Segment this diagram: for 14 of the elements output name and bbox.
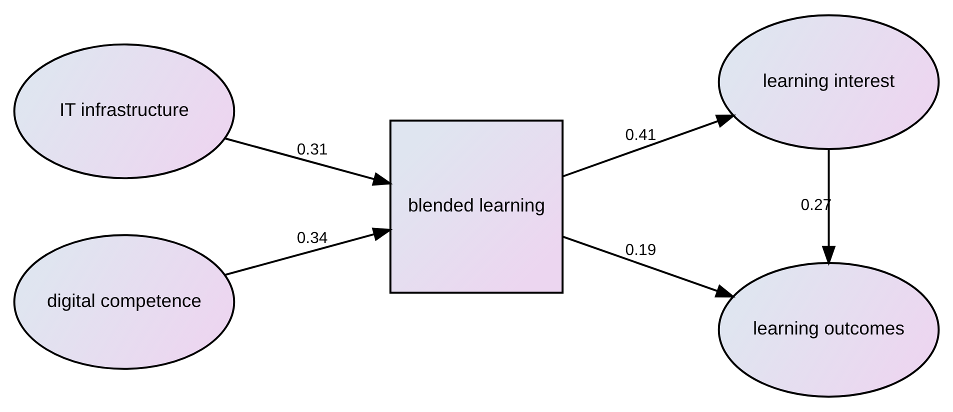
edge-label: 0.41 [625,126,656,144]
node-ellipse: learning outcomes [718,262,940,398]
arrow [562,114,736,178]
node-ellipse: learning interest [718,14,940,150]
node-box: blended learning [389,120,564,294]
node-ellipse: digital competence [13,234,236,370]
edge-label: 0.34 [296,230,328,248]
arrow [224,228,393,276]
arrow [224,137,393,186]
node-ellipse: IT infrastructure [13,43,236,180]
arrow [822,149,836,266]
edge-label: 0.19 [625,242,656,260]
edge-label: 0.31 [296,141,328,158]
arrow [562,236,736,298]
